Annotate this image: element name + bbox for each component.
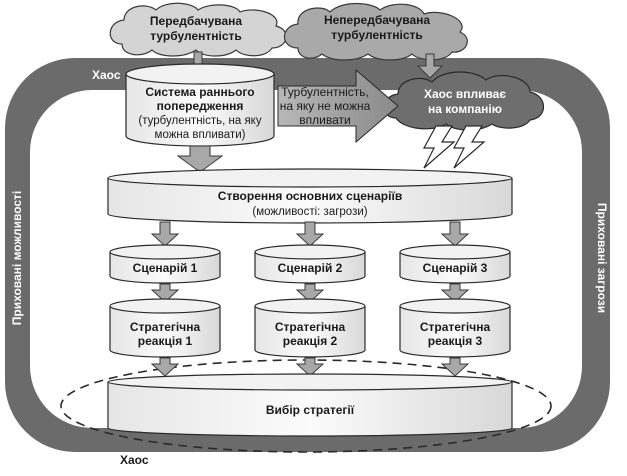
reaction-2: Стратегічна реакція 2 — [254, 298, 366, 358]
arrow-scenario-3-to-reaction — [440, 283, 470, 303]
scenario-2: Сценарій 2 — [254, 244, 366, 284]
scenario-1: Сценарій 1 — [109, 244, 221, 284]
reaction-2-line-1: Стратегічна — [275, 320, 346, 334]
early-warning-line-2: попередження — [157, 99, 244, 113]
cloud-unpredicted-turbulence: Непередбачувана турбулентність — [283, 2, 468, 61]
arrow-warning-to-scenarios — [176, 145, 224, 173]
scenario-creation: Створення основних сценаріїв (можливості… — [107, 168, 513, 224]
arrow-uncontrollable-turbulence — [277, 68, 399, 144]
chaos-impact-line-2: на компанію — [428, 102, 502, 116]
reaction-2-line-2: реакція 2 — [283, 334, 338, 348]
arrow-scenario-2-to-reaction — [295, 283, 325, 303]
early-warning-line-4: можна впливати) — [155, 129, 246, 141]
reaction-3-line-2: реакція 3 — [428, 334, 483, 348]
uncontrollable-line-2: на яку не можна — [280, 99, 371, 113]
arrow-scenario-1-to-reaction — [150, 283, 180, 303]
uncontrollable-line-1: Турбулентність, — [281, 85, 369, 99]
scenario-3: Сценарій 3 — [399, 244, 511, 284]
cloud-predicted-line-1: Передбачувана — [150, 14, 242, 28]
arrow-to-scenario-1 — [150, 221, 180, 247]
reaction-3: Стратегічна реакція 3 — [399, 298, 511, 358]
scenario-creation-subtitle: (можливості: загрози) — [252, 206, 367, 218]
reaction-1-line-1: Стратегічна — [130, 320, 201, 334]
early-warning-line-1: Система раннього — [145, 85, 254, 99]
chaos-label-bottom: Хаос — [120, 453, 149, 467]
scenario-2-label: Сценарій 2 — [278, 261, 343, 275]
reaction-1-line-2: реакція 1 — [138, 334, 193, 348]
chaos-label-top: Хаос — [92, 68, 121, 82]
cloud-unpredicted-line-1: Непередбачувана — [324, 13, 430, 27]
strategy-choice-label: Вибір стратегії — [266, 403, 355, 417]
arrow-reaction-2-to-choice — [295, 357, 325, 377]
hidden-threats-label: Приховані загрози — [595, 203, 609, 313]
reaction-1: Стратегічна реакція 1 — [109, 298, 221, 358]
arrow-to-scenario-2 — [295, 221, 325, 247]
chaos-impact-line-1: Хаос впливає — [424, 87, 506, 101]
arrow-reaction-3-to-choice — [440, 357, 470, 377]
arrow-reaction-1-to-choice — [150, 357, 180, 377]
hidden-opportunities-label: Приховані можливості — [10, 191, 24, 326]
arrow-unpredicted-to-chaos — [416, 53, 444, 79]
strategy-choice: Вибір стратегії — [107, 373, 513, 437]
cloud-chaos-impact: Хаос впливає на компанію — [383, 71, 545, 131]
scenario-3-label: Сценарій 3 — [423, 261, 488, 275]
arrow-to-scenario-3 — [440, 221, 470, 247]
chaos-frame — [5, 58, 610, 452]
lightning-bolt-icon — [422, 125, 456, 169]
lightning-bolt-icon — [452, 125, 486, 169]
cloud-predicted-turbulence: Передбачувана турбулентність — [109, 2, 287, 57]
scenario-creation-title: Створення основних сценаріїв — [218, 189, 402, 203]
early-warning-system: Система раннього попередження (турбулент… — [125, 63, 275, 147]
early-warning-line-3: (турбулентність, на яку — [138, 115, 261, 127]
cloud-predicted-line-2: турбулентність — [150, 29, 242, 43]
cloud-unpredicted-line-2: турбулентність — [331, 28, 423, 42]
uncontrollable-line-3: впливати — [299, 113, 350, 127]
scenario-1-label: Сценарій 1 — [133, 261, 198, 275]
reaction-3-line-1: Стратегічна — [420, 320, 491, 334]
